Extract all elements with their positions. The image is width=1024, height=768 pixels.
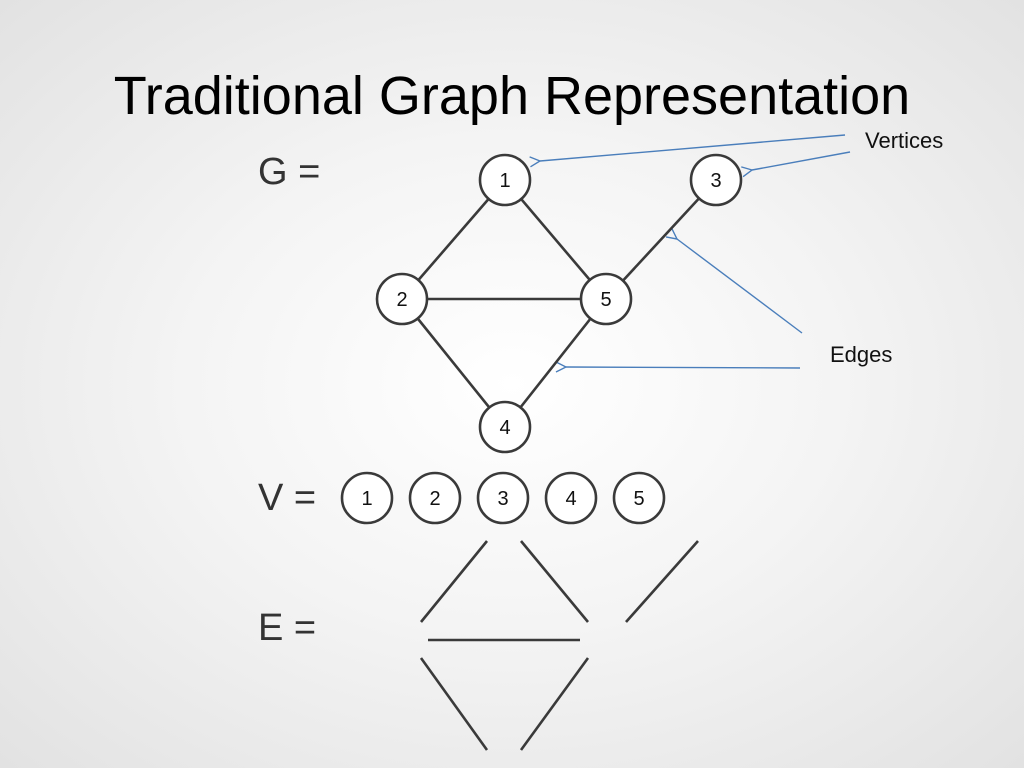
vertex-set-label: 1 [361,488,372,510]
edges-arrow-top [677,239,803,334]
edge-set-item-1-5 [519,540,590,623]
vertex-3: 3 [689,153,743,207]
vertex-set-label: 4 [565,488,576,510]
vertex-label: 1 [499,170,510,192]
vertex-1: 1 [478,153,532,207]
vertices-arrow-3 [752,151,851,170]
vertex-set-label: 2 [429,488,440,510]
edge-set-item-1-2 [419,540,489,623]
edge-set-item-2-4 [419,657,489,751]
vertex-5: 5 [579,272,633,326]
vertex-set-label: 3 [497,488,508,510]
vertex-2: 2 [375,272,429,326]
edge-4-5 [503,298,608,428]
vertex-set-item-2: 2 [408,471,462,525]
vertex-4: 4 [478,400,532,454]
slide-title: Traditional Graph Representation [113,66,911,126]
vertex-set-item-1: 1 [340,471,394,525]
vertex-label: 4 [499,417,510,439]
edge-set-item-4-5 [519,657,590,751]
vertex-set-item-4: 4 [544,471,598,525]
graph-label: G = [258,151,321,193]
vertex-label: 3 [710,170,721,192]
vertex-set-item-3: 3 [476,471,530,525]
edge-set-item-5-3 [625,540,699,623]
edges-callout: Edges [830,342,893,367]
vertices-callout: Vertices [865,128,944,153]
edge-2-4 [400,298,507,428]
vertex-set-label: V = [258,477,317,519]
vertex-set-item-5: 5 [612,471,666,525]
vertex-label: 2 [396,289,407,311]
edge-5-3 [605,179,717,300]
edge-set-label: E = [258,607,317,649]
vertex-set-label: 5 [633,488,644,510]
vertices-arrow-1 [540,134,846,161]
vertex-label: 5 [600,289,611,311]
edges-arrow-bottom [566,367,801,368]
